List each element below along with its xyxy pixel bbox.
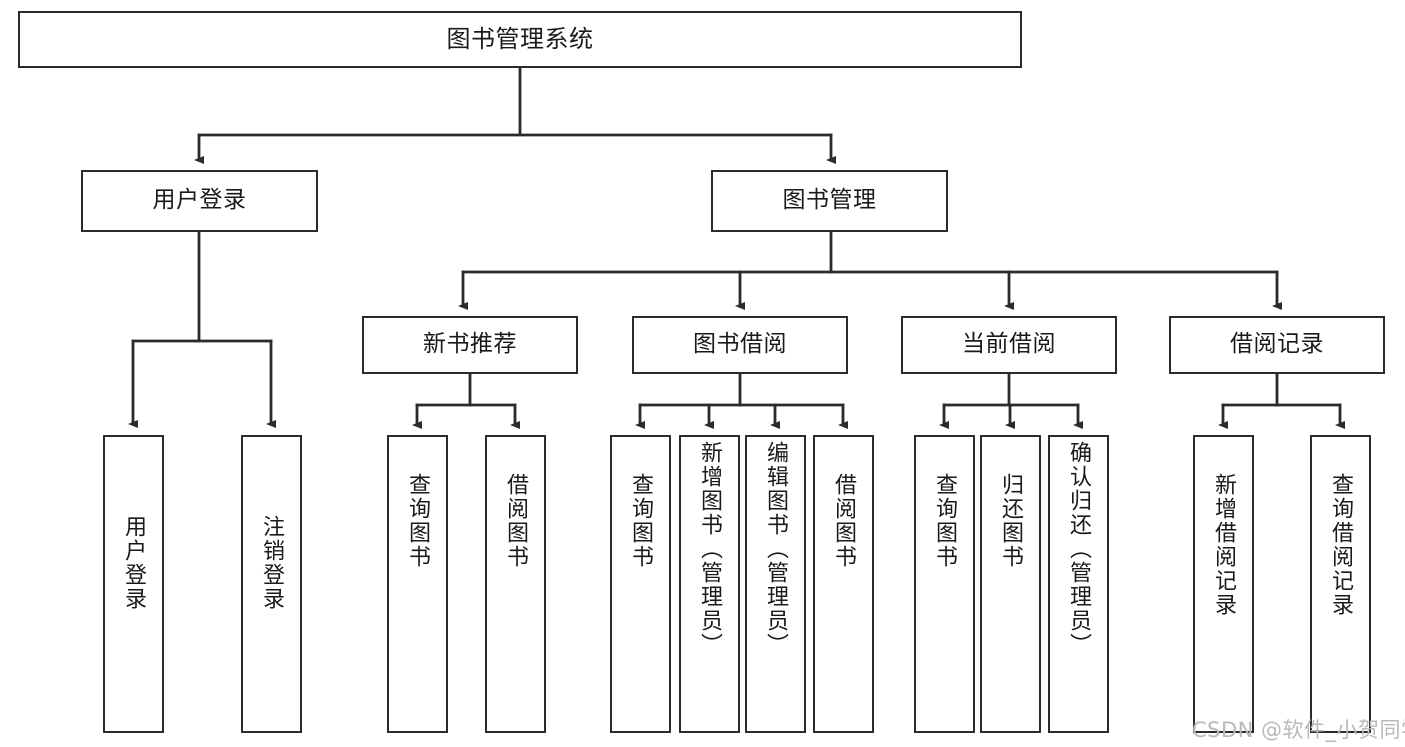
node-book-borrow-label: 图书借阅: [693, 331, 787, 358]
leaf-label: 编辑图书（管理员）: [763, 441, 789, 657]
leaf-new-book-query-book[interactable]: 查询图书: [387, 435, 448, 733]
leaf-label: 确认归还（管理员）: [1066, 441, 1092, 657]
node-new-book-recommend[interactable]: 新书推荐: [362, 316, 578, 374]
leaf-book-borrow-edit-book-admin[interactable]: 编辑图书（管理员）: [745, 435, 806, 733]
node-borrow-record[interactable]: 借阅记录: [1169, 316, 1385, 374]
leaf-label: 新增图书（管理员）: [697, 441, 723, 657]
leaf-current-borrow-return-book[interactable]: 归还图书: [980, 435, 1041, 733]
node-current-borrow-label: 当前借阅: [962, 331, 1056, 358]
node-book-management-label: 图书管理: [782, 187, 877, 214]
leaf-label: 新增借阅记录: [1211, 473, 1237, 617]
leaf-current-borrow-confirm-return-admin[interactable]: 确认归还（管理员）: [1048, 435, 1109, 733]
node-new-book-recommend-label: 新书推荐: [423, 331, 517, 358]
node-root-book-management-system[interactable]: 图书管理系统: [18, 11, 1022, 68]
leaf-book-borrow-query-book[interactable]: 查询图书: [610, 435, 671, 733]
node-root-label: 图书管理系统: [446, 25, 594, 54]
node-user-login[interactable]: 用户登录: [81, 170, 318, 232]
leaf-borrow-record-query-record[interactable]: 查询借阅记录: [1310, 435, 1371, 733]
node-borrow-record-label: 借阅记录: [1230, 331, 1324, 358]
leaf-new-book-borrow-book[interactable]: 借阅图书: [485, 435, 546, 733]
leaf-label: 查询借阅记录: [1328, 473, 1354, 617]
csdn-watermark: CSDN @软件_小贺同学: [1192, 718, 1405, 742]
node-user-login-label: 用户登录: [152, 187, 247, 214]
leaf-book-borrow-borrow-book[interactable]: 借阅图书: [813, 435, 874, 733]
leaf-current-borrow-query-book[interactable]: 查询图书: [914, 435, 975, 733]
leaf-borrow-record-add-record[interactable]: 新增借阅记录: [1193, 435, 1254, 733]
leaf-label: 归还图书: [998, 473, 1024, 569]
leaf-user-login-logout[interactable]: 注销登录: [241, 435, 302, 733]
node-current-borrow[interactable]: 当前借阅: [901, 316, 1117, 374]
leaf-label: 查询图书: [932, 473, 958, 569]
leaf-user-login-login[interactable]: 用户登录: [103, 435, 164, 733]
node-book-borrow[interactable]: 图书借阅: [632, 316, 848, 374]
leaf-label: 注销登录: [259, 515, 285, 611]
leaf-label: 查询图书: [405, 473, 431, 569]
leaf-label: 用户登录: [121, 515, 147, 611]
leaf-label: 借阅图书: [503, 473, 529, 569]
node-book-management[interactable]: 图书管理: [711, 170, 948, 232]
leaf-label: 借阅图书: [831, 473, 857, 569]
leaf-label: 查询图书: [628, 473, 654, 569]
leaf-book-borrow-add-book-admin[interactable]: 新增图书（管理员）: [679, 435, 740, 733]
